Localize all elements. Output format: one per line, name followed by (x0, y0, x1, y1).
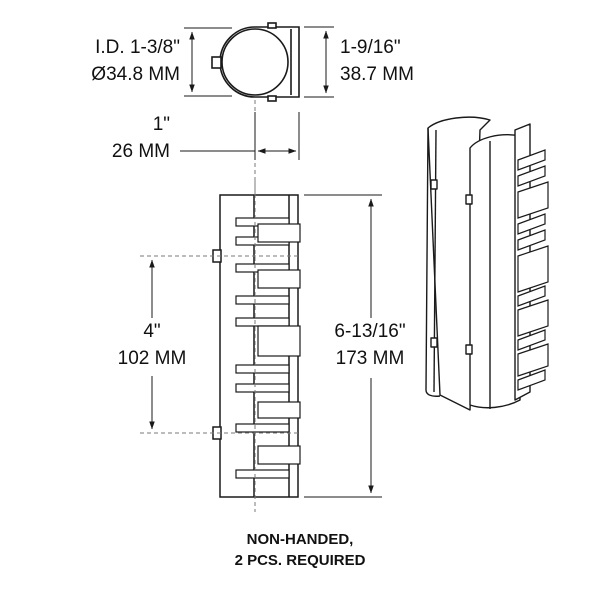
outer-height-label-line2: 38.7 MM (340, 64, 414, 85)
id-dimension (184, 27, 232, 97)
overall-length-label-line1: 6-13/16" (334, 321, 406, 342)
outer-height-dimension (304, 26, 334, 98)
depth-label-line1: 1" (152, 114, 170, 135)
note-line1: NON-HANDED, (246, 531, 354, 548)
hole-spacing-label-line1: 4" (143, 321, 161, 342)
depth-dimension (180, 112, 300, 160)
depth-label-line2: 26 MM (111, 141, 170, 162)
hole-spacing-label-line2: 102 MM (117, 348, 187, 369)
outer-height-label-line1: 1-9/16" (340, 37, 401, 58)
top-end-view (211, 22, 300, 102)
isometric-fins (517, 149, 549, 391)
id-label-line1: I.D. 1-3/8" (95, 37, 180, 58)
isometric-view (425, 116, 531, 411)
note-line2: 2 PCS. REQUIRED (234, 552, 366, 569)
overall-length-label-line2: 173 MM (335, 348, 405, 369)
id-label-line2: Ø34.8 MM (91, 64, 180, 85)
side-view-slots (235, 217, 301, 479)
side-view-centerlines (140, 180, 300, 512)
overall-length-dimension (304, 194, 382, 498)
